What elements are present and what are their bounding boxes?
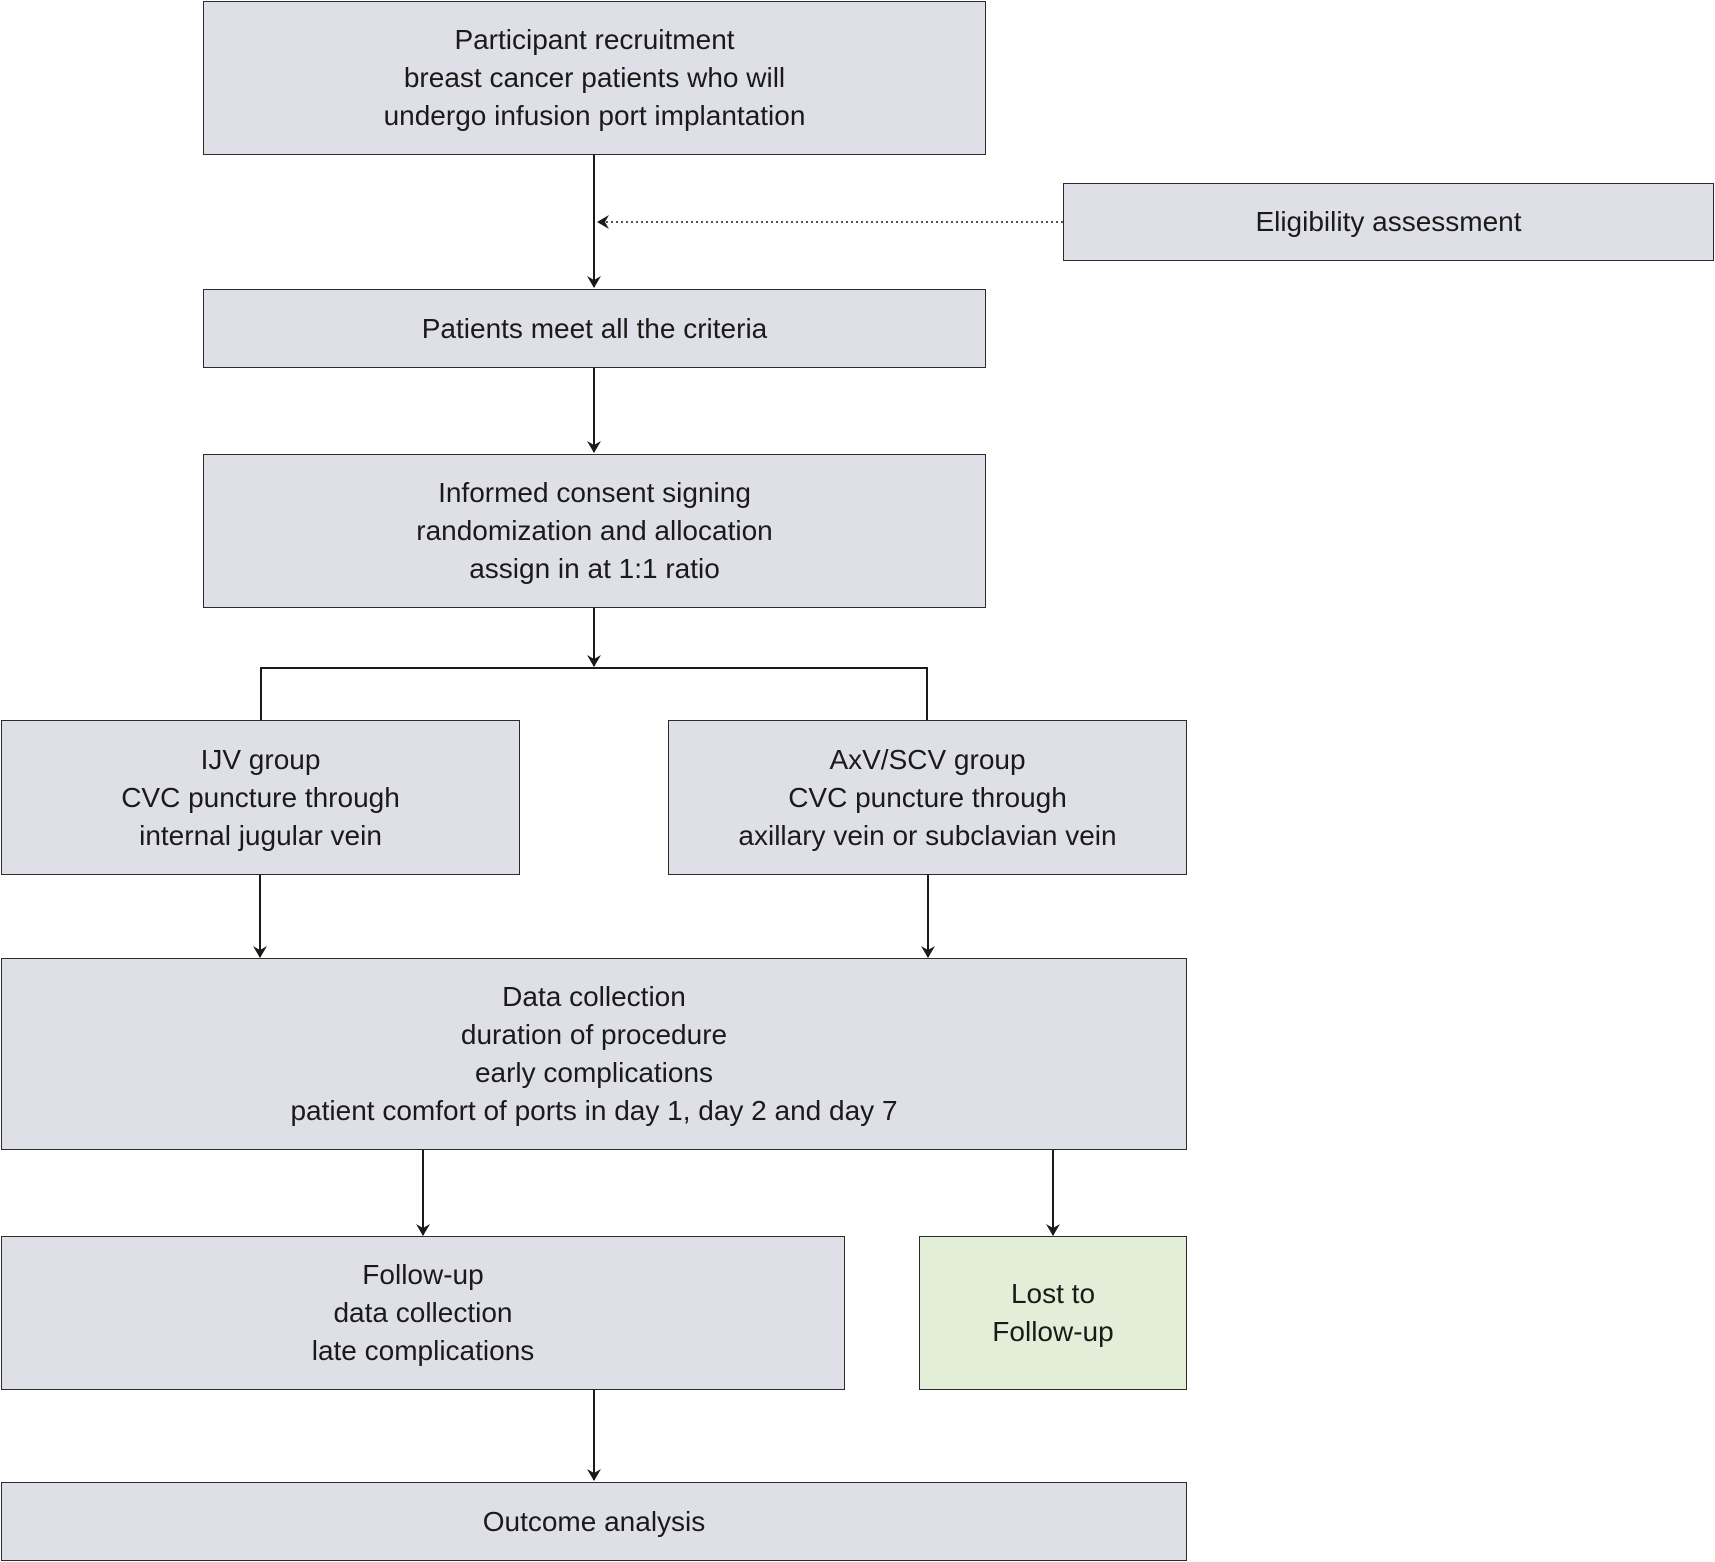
lost-line-1: Lost to: [1010, 1278, 1096, 1309]
axv-line-1: AxV/SCV group: [829, 743, 1026, 775]
recruitment-line-3: undergo infusion port implantation: [383, 100, 806, 131]
follow-up-line-1: Follow-up: [362, 1259, 484, 1290]
recruitment-box: Participant recruitment breast cancer pa…: [203, 1, 986, 155]
lost-line-2: Follow-up: [992, 1316, 1114, 1347]
consent-line-3: assign in at 1:1 ratio: [469, 553, 720, 584]
recruitment-line-2: breast cancer patients who will: [403, 62, 786, 93]
eligibility-box: Eligibility assessment: [1063, 183, 1714, 261]
outcome-label: Outcome analysis: [482, 1505, 706, 1537]
consent-line-1: Informed consent signing: [438, 477, 751, 508]
outcome-analysis-box: Outcome analysis: [1, 1482, 1187, 1561]
follow-up-box: Follow-up data collection late complicat…: [1, 1236, 845, 1390]
data-collection-line-1: Data collection: [502, 981, 686, 1012]
follow-up-line-2: data collection: [333, 1297, 513, 1328]
follow-up-line-3: late complications: [311, 1335, 535, 1366]
split-bracket: [260, 667, 928, 720]
data-collection-line-4: patient comfort of ports in day 1, day 2…: [290, 1095, 898, 1126]
lost-to-follow-up-box: Lost to Follow-up: [919, 1236, 1187, 1390]
consent-box: Informed consent signing randomization a…: [203, 454, 986, 608]
consent-line-2: randomization and allocation: [416, 515, 773, 546]
criteria-box: Patients meet all the criteria: [203, 289, 986, 368]
ijv-line-1: IJV group: [200, 743, 321, 775]
eligibility-label: Eligibility assessment: [1255, 206, 1522, 237]
ijv-line-3: internal jugular vein: [139, 819, 382, 851]
axv-line-2: CVC puncture through: [788, 781, 1067, 813]
recruitment-line-1: Participant recruitment: [454, 24, 735, 55]
axv-scv-group-box: AxV/SCV group CVC puncture through axill…: [668, 720, 1187, 875]
data-collection-line-2: duration of procedure: [460, 1019, 728, 1050]
data-collection-box: Data collection duration of procedure ea…: [1, 958, 1187, 1150]
data-collection-line-3: early complications: [474, 1057, 714, 1088]
axv-line-3: axillary vein or subclavian vein: [738, 819, 1117, 851]
criteria-label: Patients meet all the criteria: [421, 312, 768, 344]
ijv-group-box: IJV group CVC puncture through internal …: [1, 720, 520, 875]
ijv-line-2: CVC puncture through: [121, 781, 400, 813]
